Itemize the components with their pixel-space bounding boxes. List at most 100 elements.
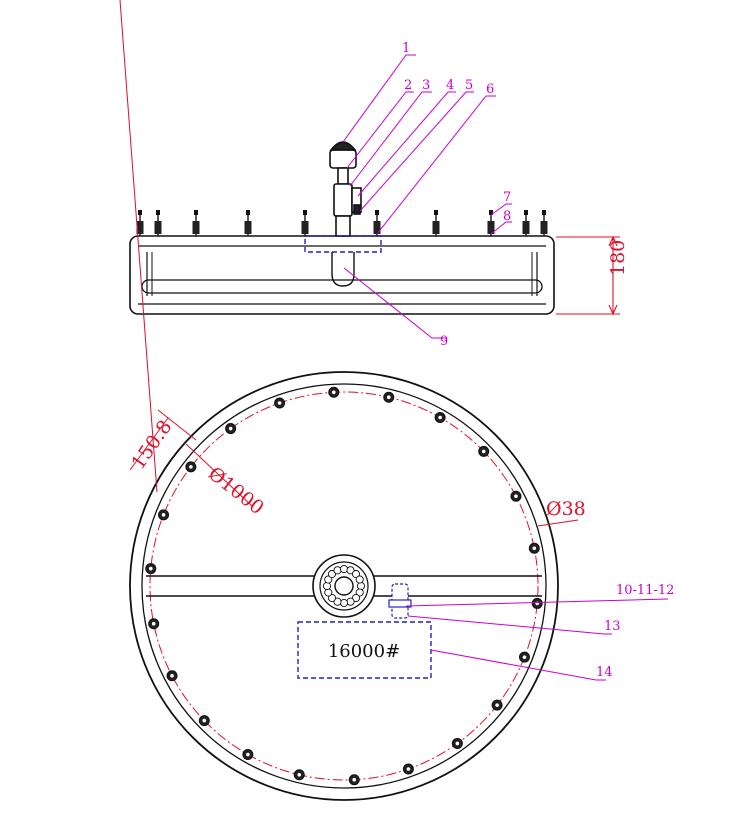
hub-ball [339,564,349,574]
leader-3 [349,91,432,187]
leader-13 [407,615,612,635]
leader-14 [430,649,606,681]
callout-5: 5 [465,78,473,93]
nozzle [301,210,309,236]
callout-8: 8 [503,209,511,224]
callout-6: 6 [486,82,494,97]
bolt-hole [386,395,391,400]
bolt-hole [481,449,486,454]
nozzle [522,210,530,236]
nozzle [136,210,144,236]
outer-ring [129,371,559,801]
hub-ball [333,597,342,606]
height-dimension-label: 180 [607,240,629,276]
bolt-hole [148,566,153,571]
bolt-hole [406,767,411,771]
bolt-hole [495,703,499,707]
bolt-hole [438,415,442,420]
top-view [129,371,559,801]
side-callout-labels: 1 2 3 4 5 6 7 8 9 [402,41,511,349]
nozzle [244,210,252,236]
bolt-hole [170,673,174,678]
nozzle [192,210,200,236]
hub-ball [355,588,364,597]
hub-hole [334,576,354,596]
nozzle [373,210,381,236]
hub-ball [356,581,366,591]
leader-2 [346,91,414,169]
pitch-circle [149,391,539,781]
side-callout-leaders [342,54,512,339]
hub-ball [324,575,333,584]
bolt-hole [189,465,193,469]
hub-ring [319,561,369,611]
bolt-hole [352,777,357,782]
bolt-hole [522,655,527,659]
height-dimension [556,235,620,316]
bolt-hole [151,621,156,626]
bolt-hole [246,752,250,757]
valve-stem [337,167,349,185]
bolt-hole [297,772,302,777]
valve-nut [353,204,361,215]
spacing-dimension-label: 150.8 [127,416,176,473]
callout-10-11-12: 10-11-12 [616,583,674,598]
callout-1: 1 [402,41,410,56]
hub-ball [346,566,355,575]
nozzle [432,210,440,236]
spacing-dim-line [129,417,169,471]
callout-3: 3 [422,78,430,93]
side-frame [129,235,555,315]
bolt-hole [202,718,207,723]
dim-arrow-top [608,235,618,247]
pitch-leader [185,443,253,507]
valve-body [333,183,353,217]
box-label: 16000# [328,641,400,662]
bolt-hole [532,546,537,551]
callout-4: 4 [446,78,454,93]
bolt-hole [277,401,282,405]
callout-7: 7 [503,190,511,205]
hub-ball [346,597,355,606]
hub-ball [355,575,364,584]
top-dimensions [119,0,579,527]
bolt-hole [455,741,460,746]
leader-10-11-12 [405,598,669,607]
hidden-center-box [304,235,382,253]
leader-8 [490,221,512,235]
hub-ball [327,593,337,603]
bolt-hole [228,426,233,431]
fitting-nut [388,599,412,608]
leader-4 [357,91,456,197]
bolt-hole [514,494,518,499]
nozzle [487,210,495,236]
callout-9: 9 [440,334,448,349]
inner-ring [141,383,547,789]
hub-ball [324,588,333,597]
pitch-diameter-label: Ø1000 [204,463,268,520]
pipe-leader [537,519,579,527]
leader-9 [343,267,446,339]
nozzle-group [136,210,548,236]
spacing-ext-2 [119,0,158,493]
dim-arrow-bottom [608,304,618,316]
hub-ball [351,569,361,579]
tank-box [297,621,432,679]
valve-actuator-base [329,149,357,169]
hub-ball [327,569,337,579]
leader-1 [342,54,416,143]
callout-14: 14 [596,665,613,680]
hub-ball [322,581,332,591]
callout-13: 13 [604,619,621,634]
bolt-hole [331,390,336,395]
hub-ball [333,566,342,575]
nozzle [540,210,548,236]
hub-ball-group [322,564,366,608]
leader-6 [376,95,496,235]
center-outlet [331,252,355,287]
leader-7 [490,203,512,216]
hub-ball [339,598,349,608]
callout-2: 2 [404,78,412,93]
top-callout-leaders [405,598,669,681]
